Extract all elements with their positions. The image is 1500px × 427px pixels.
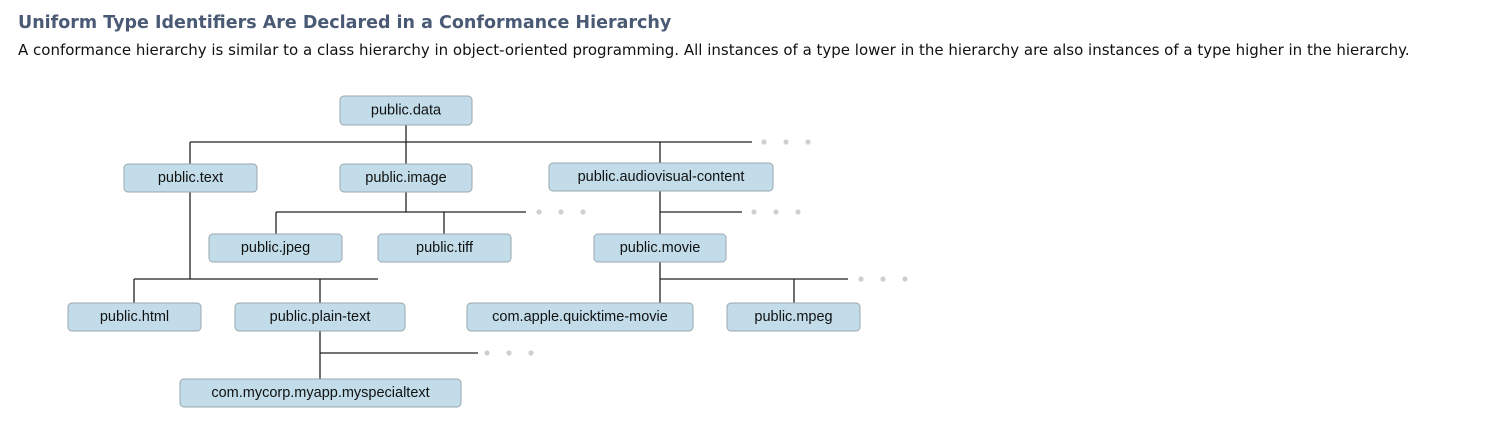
node-com-mycorp-myapp-myspecialtext: com.mycorp.myapp.myspecialtext <box>179 378 462 408</box>
node-box <box>726 302 861 332</box>
ellipsis-dot <box>783 139 789 145</box>
node-public-jpeg: public.jpeg <box>208 233 343 263</box>
node-box <box>339 95 473 126</box>
ellipsis-dot <box>506 350 512 356</box>
node-label: com.apple.quicktime-movie <box>492 309 668 325</box>
node-label: public.data <box>371 103 442 119</box>
ellipsis-dot <box>795 209 801 215</box>
ellipsis-more-movie-children <box>858 276 908 282</box>
node-box <box>377 233 512 263</box>
ellipsis-dot <box>858 276 864 282</box>
node-public-movie: public.movie <box>593 233 727 263</box>
node-label: public.mpeg <box>754 309 832 325</box>
ellipsis-more-data-children <box>761 139 811 145</box>
node-label: public.image <box>365 170 446 186</box>
node-box <box>593 233 727 263</box>
node-label: public.audiovisual-content <box>578 169 745 185</box>
ellipsis-dot <box>484 350 490 356</box>
node-public-image: public.image <box>339 163 473 193</box>
node-public-html: public.html <box>67 302 202 332</box>
diagram-title: Uniform Type Identifiers Are Declared in… <box>18 13 672 33</box>
ellipsis-more-audiovisual-children <box>751 209 801 215</box>
ellipsis-dot <box>580 209 586 215</box>
node-public-text: public.text <box>123 163 258 193</box>
node-box <box>67 302 202 332</box>
node-public-audiovisual-content: public.audiovisual-content <box>548 162 774 192</box>
node-box <box>339 163 473 193</box>
ellipsis-dot <box>880 276 886 282</box>
ellipsis-dot <box>902 276 908 282</box>
node-box <box>123 163 258 193</box>
ellipsis-dot <box>558 209 564 215</box>
node-box <box>234 302 406 332</box>
ellipsis-more-image-children <box>536 209 586 215</box>
ellipsis-dot <box>761 139 767 145</box>
node-box <box>466 302 694 332</box>
node-com-apple-quicktime-movie: com.apple.quicktime-movie <box>466 302 694 332</box>
node-box <box>208 233 343 263</box>
connectors <box>133 125 848 379</box>
ellipsis-more-plain-text-children <box>484 350 534 356</box>
ellipsis-dot <box>805 139 811 145</box>
node-public-data: public.data <box>339 95 473 126</box>
node-box <box>548 162 774 192</box>
node-label: public.jpeg <box>241 240 310 256</box>
node-public-plain-text: public.plain-text <box>234 302 406 332</box>
node-label: public.movie <box>620 240 701 256</box>
node-label: public.plain-text <box>270 309 371 325</box>
node-public-tiff: public.tiff <box>377 233 512 263</box>
ellipsis-dot <box>773 209 779 215</box>
ellipsis-dot <box>528 350 534 356</box>
ellipsis-dot <box>536 209 542 215</box>
node-label: public.text <box>158 170 223 186</box>
ellipsis-dot <box>751 209 757 215</box>
node-label: com.mycorp.myapp.myspecialtext <box>211 385 429 401</box>
node-label: public.tiff <box>416 240 474 256</box>
node-label: public.html <box>100 309 169 325</box>
diagram-description: A conformance hierarchy is similar to a … <box>18 41 1410 59</box>
node-public-mpeg: public.mpeg <box>726 302 861 332</box>
node-box <box>179 378 462 408</box>
